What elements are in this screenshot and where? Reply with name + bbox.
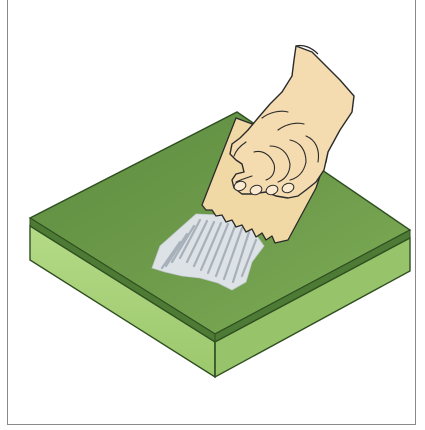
wrist-line — [295, 44, 319, 55]
fingernails — [233, 180, 295, 196]
adhesive-ridges — [160, 218, 258, 284]
finger-lines — [233, 110, 320, 183]
